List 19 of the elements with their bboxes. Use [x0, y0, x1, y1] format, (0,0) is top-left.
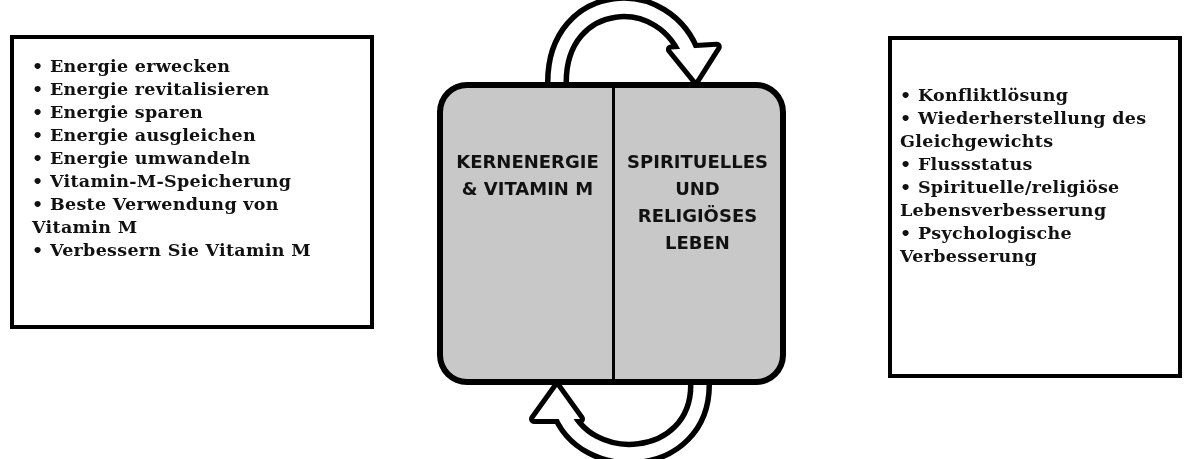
list-item: • Flussstatus: [900, 153, 1034, 176]
list-item: • Spirituelle/religiöse Lebensverbesserung: [900, 176, 1121, 222]
list-item: • Psychologische Verbesserung: [900, 222, 1073, 268]
list-item: • Verbessern Sie Vitamin M: [32, 239, 312, 262]
rounded-panel: [612, 82, 786, 385]
list-item: • Energie revitalisieren: [32, 78, 271, 101]
list-item: • Vitamin-M-Speicherung: [32, 170, 293, 193]
list-item: • Energie erwecken: [32, 55, 232, 78]
text-box: [10, 35, 374, 329]
text-box: [888, 36, 1182, 378]
rounded-panel: [437, 82, 615, 385]
list-item: • Wiederherstellung des Gleichgewichts: [900, 107, 1148, 153]
list-item: • Konfliktlösung: [900, 84, 1070, 107]
list-item: • Energie umwandeln: [32, 147, 252, 170]
list-item: • Energie ausgleichen: [32, 124, 257, 147]
list-item: • Beste Verwendung von Vitamin M: [32, 193, 280, 239]
panel-title: KERNENERGIE & VITAMIN M: [455, 150, 600, 201]
list-item: • Energie sparen: [32, 101, 205, 124]
panel-title: SPIRITUELLES UND RELIGIÖSES LEBEN: [626, 150, 769, 255]
